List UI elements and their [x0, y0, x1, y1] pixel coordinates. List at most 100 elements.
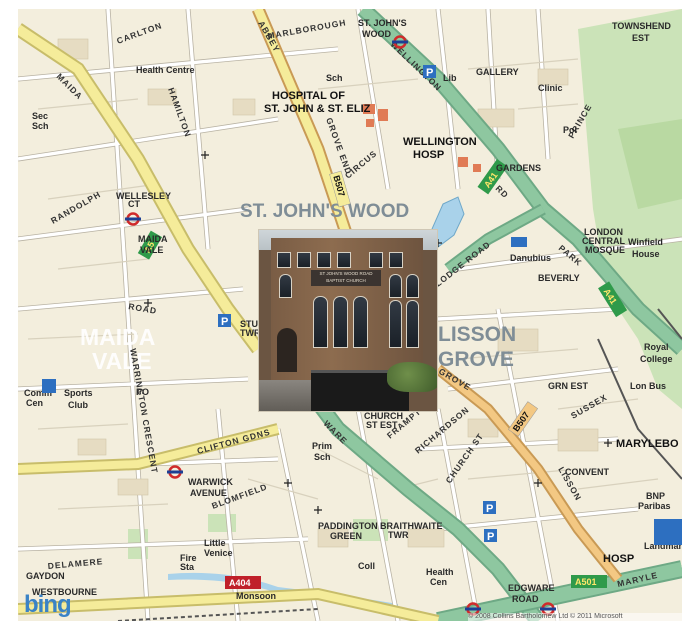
- wellesley-line2: CT: [128, 199, 140, 209]
- photo-window: [337, 252, 351, 268]
- wellington-hosp-line2: HOSP: [413, 149, 444, 161]
- wellington-hosp-line1: WELLINGTON: [403, 136, 477, 148]
- winfield-line2: House: [632, 249, 660, 259]
- photo-tree: [387, 362, 437, 392]
- svg-text:P: P: [426, 67, 433, 79]
- primary-roads: [271, 9, 682, 621]
- health-line2: Cen: [430, 577, 447, 587]
- photo-window: [389, 252, 403, 268]
- prim-sch-line2: Sch: [314, 452, 331, 462]
- paddington-green-line1: PADDINGTON: [318, 521, 378, 531]
- hospital-label-line1: HOSPITAL OF: [272, 90, 345, 102]
- photo-window: [333, 296, 348, 348]
- bnp-line1: BNP: [646, 491, 665, 501]
- lon-bus-label: Lon Bus: [630, 381, 666, 391]
- mosque-line1: LONDON: [584, 227, 623, 237]
- area-label-vale: VALE: [92, 348, 152, 374]
- gallery-label: GALLERY: [476, 67, 519, 77]
- bing-logo[interactable]: bing: [24, 591, 72, 618]
- bnp-line2: Paribas: [638, 501, 671, 511]
- road-generic: ROAD: [128, 301, 158, 316]
- braithwaite-line1: BRAITHWAITE: [380, 521, 443, 531]
- townshend-line1: TOWNSHEND: [612, 21, 671, 31]
- area-label-lisson: LISSON: [438, 323, 516, 346]
- church-st-est-line2: ST EST: [366, 420, 398, 430]
- parking-badges: P P P P: [42, 65, 682, 545]
- shield-a404: A404: [229, 578, 251, 588]
- sec-sch-line2: Sch: [32, 121, 49, 131]
- comm-cen-line1: Comm: [24, 388, 52, 398]
- gaydon-label: GAYDON: [26, 571, 65, 581]
- stjw-station-line2: WOOD: [362, 29, 391, 39]
- photo-window: [389, 300, 402, 348]
- mosque-line2: CENTRAL: [582, 236, 625, 246]
- paddington-green-line2: GREEN: [330, 531, 362, 541]
- danubius-label: Danubius: [510, 253, 551, 263]
- hospital-building: [363, 104, 481, 172]
- royal-college-line2: College: [640, 354, 673, 364]
- little-venice-line2: Venice: [204, 548, 233, 558]
- townshend-line2: EST: [632, 33, 650, 43]
- pol-label: Pol: [563, 125, 577, 135]
- lanes: [27, 58, 659, 510]
- mosque-line3: MOSQUE: [585, 245, 625, 255]
- copyright-notice: © 2008 Collins Bartholomew Ltd © 2011 Mi…: [468, 613, 682, 621]
- lib-label: Lib: [443, 73, 457, 83]
- winfield-line1: Winfield: [628, 237, 663, 247]
- railway: [117, 308, 682, 621]
- area-label-st-johns-wood: ST. JOHN'S WOOD: [240, 201, 409, 222]
- location-photo[interactable]: ST JOHN'S WOOD ROAD BAPTIST CHURCH: [258, 229, 438, 412]
- sports-club-line1: Sports: [64, 388, 93, 398]
- stuart-line2: TWR: [240, 328, 261, 338]
- fire-sta-line1: Fire: [180, 553, 197, 563]
- svg-text:P: P: [487, 531, 494, 543]
- photo-window: [317, 252, 331, 268]
- maida-vale-stn-line2: VALE: [140, 245, 163, 255]
- map-canvas[interactable]: ST. JOHN'S WOOD MAIDA VALE LISSON GROVE …: [18, 9, 682, 621]
- photo-window: [297, 252, 311, 268]
- braithwaite-line2: TWR: [388, 530, 409, 540]
- area-label-grove: GROVE: [438, 348, 514, 371]
- photo-window: [369, 252, 383, 268]
- map-viewport[interactable]: ST. JOHN'S WOOD MAIDA VALE LISSON GROVE …: [18, 9, 682, 621]
- building-blocks: [57, 38, 599, 548]
- health-line1: Health: [426, 567, 454, 577]
- coll-label: Coll: [358, 561, 375, 571]
- shield-a501: A501: [575, 577, 597, 587]
- clinic-label: Clinic: [538, 83, 563, 93]
- photo-steps: [259, 380, 311, 411]
- area-label-marylebone: MARYLEBO: [616, 438, 679, 450]
- grn-est-label: GRN EST: [548, 381, 589, 391]
- monsoon-label: Monsoon: [236, 591, 276, 601]
- comm-cen-line2: Cen: [26, 398, 43, 408]
- gardens-label: GARDENS: [496, 163, 541, 173]
- photo-window: [313, 296, 328, 348]
- route-shields: A41 A41 A5 B507 B507 A404 A501: [137, 159, 628, 589]
- maida-vale-stn-line1: MAIDA: [138, 234, 168, 244]
- wellesley-line1: WELLESLEY: [116, 191, 171, 201]
- sch-label: Sch: [326, 73, 343, 83]
- a-roads: [18, 23, 440, 621]
- warwick-avenue-line2: AVENUE: [190, 488, 227, 498]
- convent-label: CONVENT: [565, 467, 610, 477]
- health-centre-label: Health Centre: [136, 65, 195, 75]
- sec-sch-line1: Sec: [32, 111, 48, 121]
- b-roads: [252, 9, 623, 583]
- tube-stations: [125, 35, 556, 616]
- svg-text:P: P: [486, 503, 493, 515]
- stjw-station-line1: ST. JOHN'S: [358, 18, 407, 28]
- church-st-est-line1: CHURCH: [364, 411, 403, 421]
- svg-text:P: P: [221, 316, 228, 328]
- photo-window: [389, 274, 402, 298]
- hospital-label-line2: ST. JOHN & ST. ELIZ: [264, 103, 371, 115]
- photo-door: [277, 328, 297, 372]
- sports-club-line2: Club: [68, 400, 88, 410]
- landmark-labels: HOSPITAL OF ST. JOHN & ST. ELIZ WELLINGT…: [24, 18, 682, 604]
- hosp-bottom-label: HOSP: [603, 553, 634, 565]
- road-delamere: DELAMERE: [47, 556, 103, 571]
- photo-window: [406, 274, 419, 298]
- photo-window: [279, 274, 292, 298]
- shield-a5: A5: [142, 240, 156, 255]
- po-label: PO: [136, 387, 149, 397]
- photo-window: [406, 300, 419, 348]
